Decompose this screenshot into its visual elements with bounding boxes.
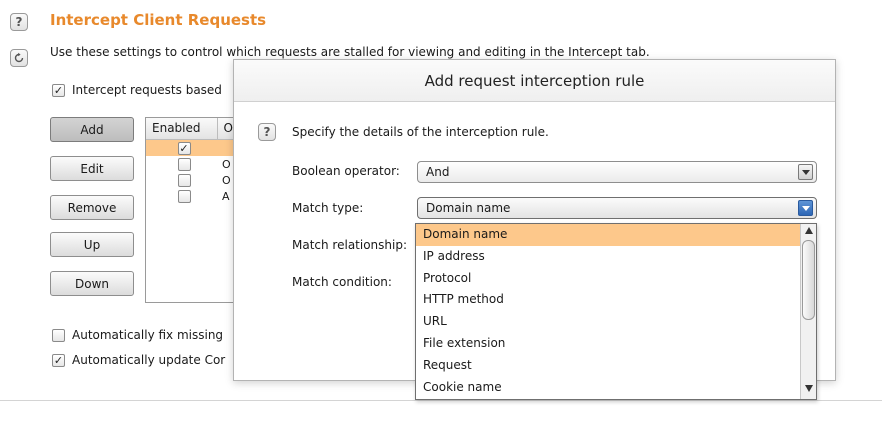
match-type-value: Domain name bbox=[426, 201, 511, 215]
scroll-down-icon[interactable] bbox=[801, 382, 816, 396]
dropdown-option-http-method[interactable]: HTTP method bbox=[423, 292, 504, 307]
boolean-operator-value: And bbox=[426, 165, 450, 179]
table-row[interactable]: O bbox=[146, 172, 239, 188]
dialog-titlebar[interactable]: Add request interception rule bbox=[234, 60, 835, 102]
column-header-operator[interactable]: O bbox=[223, 121, 233, 135]
auto-fix-label: Automatically fix missing bbox=[72, 328, 224, 342]
dropdown-option-domain-name[interactable]: Domain name bbox=[416, 224, 800, 246]
table-row[interactable]: ✓ bbox=[146, 140, 239, 156]
refresh-icon[interactable] bbox=[10, 49, 28, 67]
rule-operator-cell: O bbox=[222, 157, 231, 171]
match-type-select[interactable]: Domain name bbox=[417, 197, 817, 219]
table-row[interactable]: O bbox=[146, 156, 239, 172]
section-title: Intercept Client Requests bbox=[50, 11, 267, 29]
rules-table[interactable]: Enabled O ✓ O O A bbox=[145, 117, 240, 303]
column-header-enabled[interactable]: Enabled bbox=[146, 118, 218, 139]
help-icon[interactable]: ? bbox=[258, 123, 276, 141]
rule-operator-cell: A bbox=[222, 189, 230, 203]
dropdown-option-file-extension[interactable]: File extension bbox=[423, 335, 506, 350]
scroll-up-icon[interactable] bbox=[801, 224, 816, 238]
rule-enabled-checkbox[interactable]: ✓ bbox=[177, 141, 191, 155]
chevron-down-icon[interactable] bbox=[798, 200, 813, 216]
up-button[interactable]: Up bbox=[50, 232, 134, 257]
divider bbox=[0, 400, 882, 401]
rule-enabled-checkbox[interactable] bbox=[177, 189, 191, 203]
dropdown-option-request[interactable]: Request bbox=[423, 357, 472, 372]
chevron-down-icon[interactable] bbox=[798, 164, 813, 180]
down-button[interactable]: Down bbox=[50, 271, 134, 296]
dropdown-option-url[interactable]: URL bbox=[423, 314, 447, 329]
scrollbar-thumb[interactable] bbox=[802, 240, 815, 320]
intercept-requests-checkbox[interactable]: ✓ bbox=[52, 84, 65, 97]
table-row[interactable]: A bbox=[146, 188, 239, 204]
rule-enabled-checkbox[interactable] bbox=[177, 157, 191, 171]
help-icon[interactable]: ? bbox=[10, 13, 28, 31]
rule-operator-cell: O bbox=[222, 173, 231, 187]
dropdown-option-ip-address[interactable]: IP address bbox=[423, 248, 485, 263]
dialog-intro: Specify the details of the interception … bbox=[292, 125, 549, 139]
dropdown-option-protocol[interactable]: Protocol bbox=[423, 270, 472, 285]
rule-enabled-checkbox[interactable] bbox=[177, 173, 191, 187]
remove-button[interactable]: Remove bbox=[50, 195, 134, 220]
boolean-operator-select[interactable]: And bbox=[417, 161, 817, 183]
match-type-label: Match type: bbox=[292, 201, 364, 215]
dialog-title: Add request interception rule bbox=[424, 71, 645, 90]
intercept-requests-label: Intercept requests based bbox=[72, 83, 222, 97]
boolean-operator-label: Boolean operator: bbox=[292, 164, 400, 178]
match-relationship-label: Match relationship: bbox=[292, 238, 408, 252]
auto-update-label: Automatically update Cor bbox=[72, 353, 226, 367]
dropdown-scrollbar[interactable] bbox=[800, 224, 816, 399]
dropdown-option-cookie-name[interactable]: Cookie name bbox=[423, 379, 502, 394]
table-header: Enabled O bbox=[146, 118, 239, 140]
auto-update-checkbox[interactable]: ✓ bbox=[52, 354, 65, 367]
match-type-dropdown[interactable]: Domain name IP address Protocol HTTP met… bbox=[415, 223, 817, 400]
section-description: Use these settings to control which requ… bbox=[50, 45, 650, 59]
add-button[interactable]: Add bbox=[50, 117, 134, 142]
auto-fix-checkbox[interactable] bbox=[52, 329, 65, 342]
match-condition-label: Match condition: bbox=[292, 275, 392, 289]
edit-button[interactable]: Edit bbox=[50, 156, 134, 181]
